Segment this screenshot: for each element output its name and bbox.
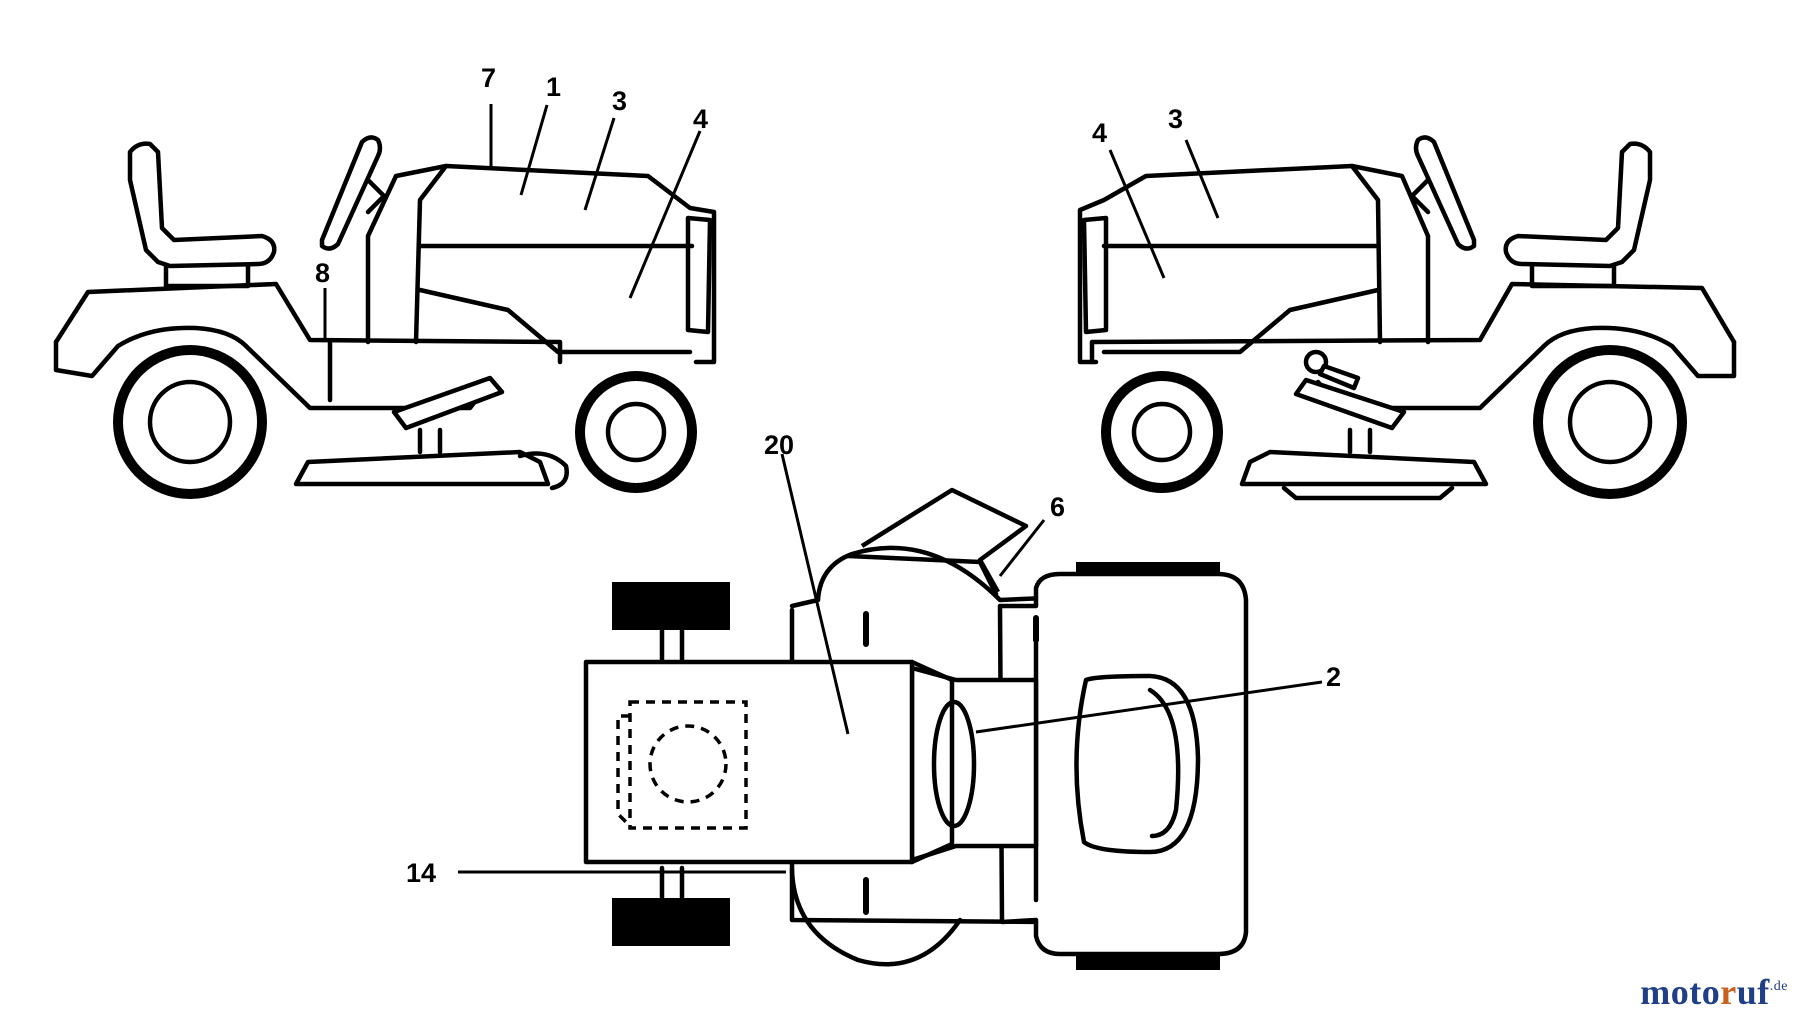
- leader-top-2: [975, 680, 1323, 734]
- left-mower-deck: [293, 449, 551, 487]
- top-hood: [583, 659, 915, 865]
- left-rear-wheel-outer: [113, 345, 267, 499]
- right-grille: [1081, 215, 1109, 335]
- left-pedal: [391, 375, 505, 431]
- right-hood: [1077, 163, 1383, 365]
- right-steering-column: [1409, 173, 1435, 215]
- leader-left-1: [519, 104, 549, 196]
- callout-right-4: 4: [1092, 118, 1107, 148]
- right-steering-wheel: [1413, 135, 1477, 251]
- leader-right-3: [1184, 139, 1220, 219]
- leader-right-4: [1108, 149, 1166, 279]
- right-rear-fender: [1315, 325, 1737, 411]
- callout-top-6: 6: [1050, 492, 1065, 522]
- top-mower-deck: [789, 545, 1049, 925]
- callout-left-8: 8: [315, 258, 330, 288]
- watermark-suffix: .de: [1769, 979, 1788, 994]
- watermark-part2: r: [1720, 972, 1737, 1012]
- watermark-part1: moto: [1640, 972, 1721, 1012]
- left-steering-column: [361, 173, 387, 215]
- top-engine-side: [616, 714, 632, 828]
- top-hood-front: [909, 659, 955, 865]
- right-pedal: [1293, 377, 1407, 431]
- left-deck-chute: [517, 451, 569, 491]
- top-deck-bottom-curve: [789, 867, 963, 967]
- right-dash: [1349, 163, 1431, 345]
- right-front-wheel-outer: [1101, 371, 1223, 493]
- callout-top-20: 20: [764, 430, 794, 460]
- top-front-tire-upper: [612, 582, 730, 630]
- left-seat-back: [127, 141, 277, 269]
- leader-top-6: [998, 519, 1046, 577]
- right-rear-wheel-outer: [1533, 345, 1687, 499]
- left-front-wheel-inner: [605, 401, 667, 463]
- callout-right-3: 3: [1168, 104, 1183, 134]
- leader-left-3: [583, 117, 616, 211]
- left-dash: [365, 163, 449, 345]
- callout-left-3: 3: [612, 86, 627, 116]
- top-engine-outline: [628, 700, 748, 830]
- callout-top-14: 14: [406, 858, 436, 888]
- right-fender-top: [1089, 281, 1737, 365]
- left-front-wheel-outer: [575, 371, 697, 493]
- top-view: 20 6 2 14: [406, 430, 1341, 970]
- right-deck-skirt: [1281, 485, 1455, 501]
- callout-left-7: 7: [481, 63, 496, 93]
- right-front-wheel-inner: [1131, 401, 1193, 463]
- callout-left-4: 4: [693, 104, 708, 134]
- left-grille: [685, 215, 713, 335]
- top-seat: [1074, 673, 1201, 855]
- right-side-view: 4 3: [1077, 104, 1737, 501]
- top-deck-marks: [863, 611, 1039, 915]
- right-hood-curve: [1101, 287, 1381, 355]
- left-hood-curve: [417, 287, 693, 355]
- right-seat-back: [1503, 141, 1653, 269]
- right-deck-hanger: [1347, 427, 1373, 455]
- right-rear-wheel-inner: [1567, 379, 1653, 465]
- callout-left-1: 1: [546, 72, 561, 102]
- left-rear-wheel-inner: [147, 379, 233, 465]
- watermark-logo: motoruf.de: [1640, 971, 1788, 1013]
- top-discharge-chute: [860, 487, 1029, 594]
- watermark-part3: uf: [1736, 972, 1770, 1012]
- left-seat-post: [163, 263, 251, 289]
- top-front-tire-lower: [612, 898, 730, 946]
- left-rear-fender: [53, 325, 493, 411]
- left-hood: [413, 163, 717, 365]
- callout-top-2: 2: [1326, 662, 1341, 692]
- right-mower-deck: [1239, 449, 1489, 487]
- left-side-view: 7 1 3 4 8: [53, 63, 717, 499]
- right-lever: [1317, 363, 1361, 391]
- top-front-axle-upper: [659, 627, 685, 665]
- top-engine-circle: [648, 724, 728, 804]
- left-fender-top: [53, 281, 563, 365]
- left-deck-hanger: [417, 427, 443, 455]
- leader-top-20: [780, 453, 850, 735]
- left-steering-wheel: [319, 135, 383, 251]
- top-chute-base: [845, 553, 999, 597]
- leader-left-4: [628, 130, 702, 299]
